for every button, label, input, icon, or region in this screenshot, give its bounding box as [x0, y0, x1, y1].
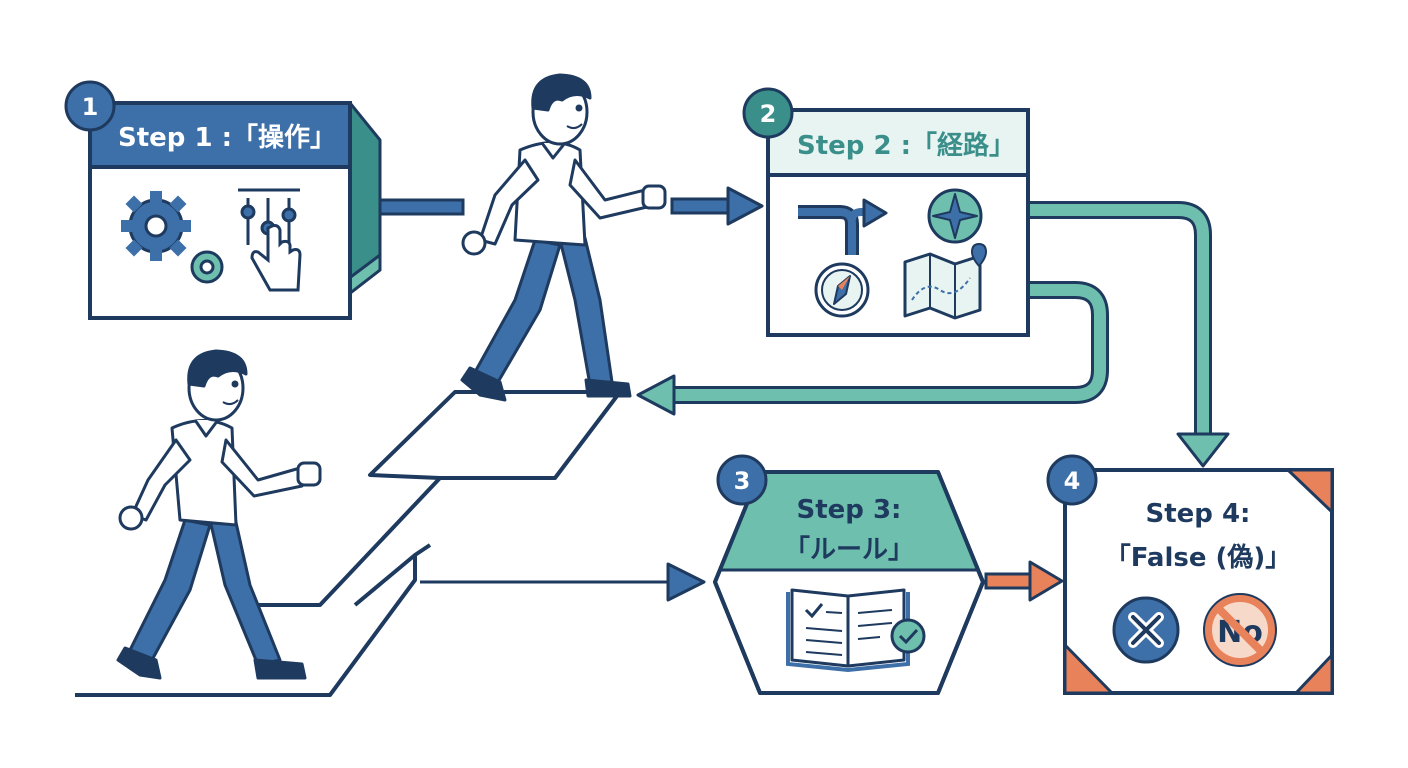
compass-icon	[814, 262, 870, 318]
connector-step2-step4	[1030, 201, 1230, 468]
step1-badge	[64, 80, 116, 132]
walker-top-figure	[460, 73, 667, 402]
step3-number: 3	[734, 467, 751, 495]
arrow-to-step2	[670, 186, 764, 226]
step2-card: Step 2 :「経路」 2	[742, 87, 1030, 337]
step4-title-line1: Step 4:	[1146, 499, 1251, 529]
map-icon	[903, 242, 988, 320]
step4-number: 4	[1064, 467, 1081, 495]
step4-badge	[1046, 454, 1098, 506]
arrow-to-step3	[420, 562, 706, 602]
turn-arrow-icon	[798, 198, 888, 255]
x-circle-icon	[1112, 596, 1180, 664]
step2-badge	[742, 87, 794, 139]
step4-card: Step 4: 「False (偽)」 No 4	[1046, 454, 1334, 695]
ground-path	[75, 390, 622, 697]
step3-card: Step 3: 「ルール」 3	[713, 454, 985, 695]
compass-rose-icon	[927, 188, 983, 244]
step3-badge	[716, 454, 768, 506]
step1-number: 1	[82, 93, 99, 121]
step4-title-line2: 「False (偽)」	[1105, 542, 1292, 573]
connector-step1-walker	[376, 198, 465, 216]
arrow-step3-step4	[984, 560, 1064, 602]
no-sign-icon: No	[1203, 593, 1277, 667]
connector-step2-loop	[636, 281, 1109, 416]
step1-title: Step 1 :「操作」	[118, 122, 336, 153]
walker-bottom-figure	[116, 349, 322, 680]
step3-title-line1: Step 3:	[797, 495, 902, 525]
step1-card: Step 1 :「操作」	[64, 80, 382, 320]
sliders-hand-icon	[238, 188, 302, 292]
rulebook-icon	[786, 588, 926, 673]
step2-title: Step 2 :「経路」	[797, 130, 1015, 161]
step2-number: 2	[760, 100, 777, 128]
step3-title-line2: 「ルール」	[784, 534, 914, 565]
